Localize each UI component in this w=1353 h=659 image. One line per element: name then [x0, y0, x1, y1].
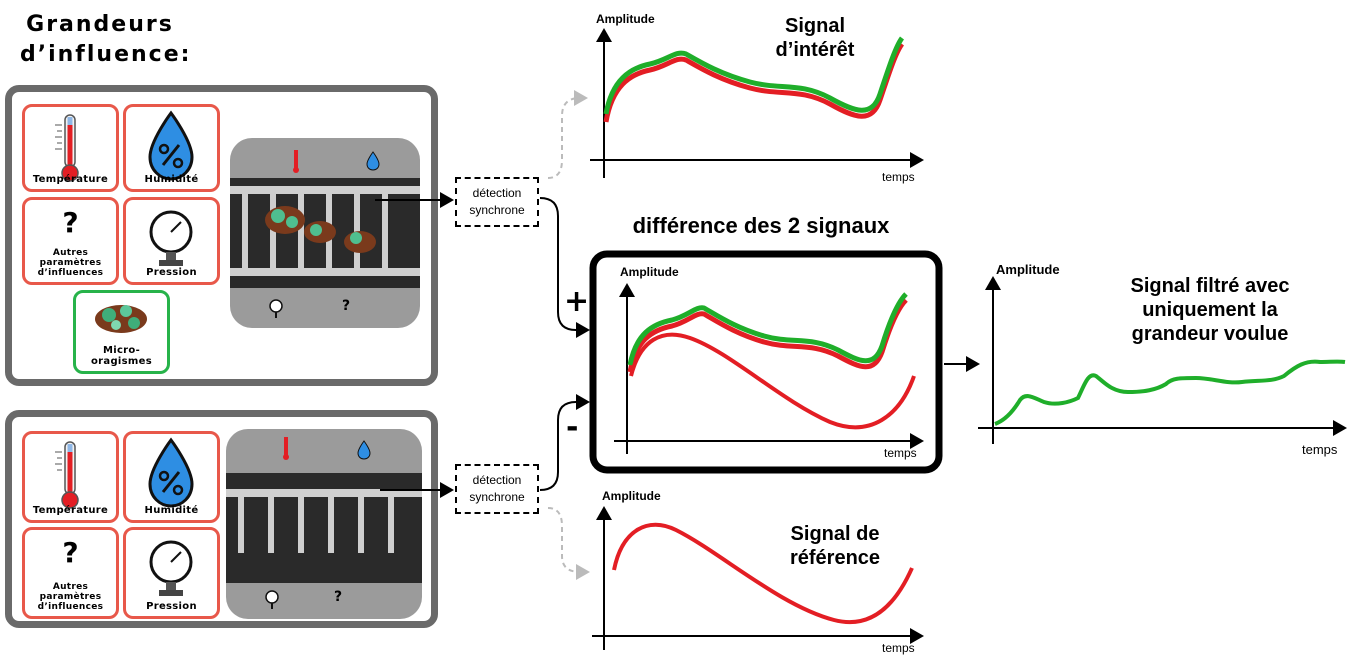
top-panel: Température Humidité ? Autres paramètres… — [5, 85, 438, 386]
arrow-plus-to-difference — [539, 197, 590, 338]
question-icon: ? — [342, 298, 351, 314]
tile-label: Pression — [146, 601, 197, 612]
tile-pressure-bottom: Pression — [123, 527, 220, 619]
filtered-ylabel: Amplitude — [996, 262, 1060, 277]
difference-ylabel: Amplitude — [620, 265, 679, 279]
tile-label: Autres paramètres d’influences — [37, 248, 104, 278]
filtered-signal — [994, 359, 1346, 426]
difference-xlabel: temps — [884, 446, 917, 460]
question-icon: ? — [334, 589, 343, 605]
tile-label: Humidité — [144, 505, 199, 516]
thermometer-icon — [55, 114, 79, 182]
bottom-panel: Température Humidité ? Autres paramètres… — [5, 410, 438, 628]
humidity-drop-icon — [148, 437, 194, 508]
tile-label: Micro-oragismes — [91, 345, 152, 367]
sensor-photo-top: ? — [230, 138, 420, 328]
reference-ylabel: Amplitude — [602, 489, 661, 503]
sensor-photo-bottom: ? — [226, 429, 422, 619]
tile-temperature-bottom: Température — [22, 431, 119, 523]
tile-label: Pression — [146, 267, 197, 278]
interest-ylabel: Amplitude — [596, 12, 655, 26]
detection-box-top: détection synchrone — [455, 177, 539, 227]
tile-temperature-top: Température — [22, 104, 119, 192]
detection-box-bottom: détection synchrone — [455, 464, 539, 514]
tile-other-top: ? Autres paramètres d’influences — [22, 197, 119, 285]
reference-signal — [612, 522, 914, 625]
filtered-title: Signal filtré avec uniquement la grandeu… — [1130, 275, 1290, 345]
thermometer-icon — [55, 441, 79, 509]
pressure-gauge-icon — [149, 540, 193, 596]
humidity-drop-icon — [148, 110, 194, 181]
tile-pressure-top: Pression — [123, 197, 220, 285]
dashed-arrow-to-interest — [547, 90, 588, 179]
difference-reference-red — [629, 332, 916, 430]
tile-label: Température — [32, 505, 109, 516]
tile-label: Humidité — [144, 174, 199, 185]
dashed-arrow-to-reference — [547, 507, 590, 580]
tile-microorganisms: Micro-oragismes — [73, 290, 170, 374]
tile-label: Température — [32, 174, 109, 185]
question-icon: ? — [62, 536, 79, 569]
difference-interest-green — [627, 292, 908, 366]
tile-label: Autres paramètres d’influences — [37, 582, 104, 612]
minus-sign: - — [566, 410, 579, 445]
question-icon: ? — [62, 206, 79, 239]
pressure-gauge-icon — [149, 210, 193, 266]
plus-sign: + — [564, 284, 590, 319]
difference-title: différence des 2 signaux — [632, 213, 890, 238]
interest-signal-green — [603, 36, 905, 115]
interest-title: Signal d’intérêt — [775, 15, 855, 61]
difference-box — [589, 250, 943, 474]
interest-xlabel: temps — [882, 170, 915, 184]
microorganism-icon — [95, 305, 147, 333]
tile-other-bottom: ? Autres paramètres d’influences — [22, 527, 119, 619]
influence-heading: Grandeurs d’influence: — [20, 12, 192, 67]
tile-humidity-bottom: Humidité — [123, 431, 220, 523]
arrow-minus-to-difference — [539, 394, 590, 491]
tile-humidity-top: Humidité — [123, 104, 220, 192]
filtered-xlabel: temps — [1302, 442, 1338, 457]
reference-xlabel: temps — [882, 641, 915, 655]
reference-title: Signal de référence — [789, 523, 881, 569]
